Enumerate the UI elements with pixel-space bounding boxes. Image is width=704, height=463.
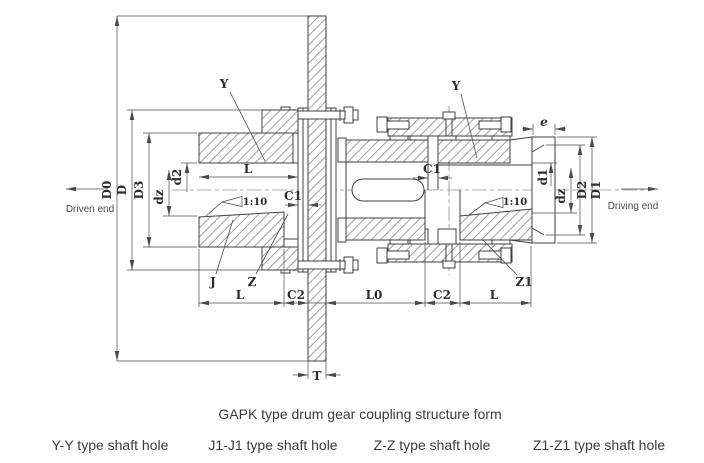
diagram-caption: GAPK type drum gear coupling structure f… bbox=[218, 406, 501, 422]
membrane-wall bbox=[307, 15, 327, 362]
left-hub bbox=[198, 132, 299, 248]
label-d1-big: D1 bbox=[589, 181, 603, 200]
label-e: e bbox=[540, 115, 548, 129]
dimension-labels: D0 D D3 dz d2 L C1 1:10 Y Y C1 1:10 e d1… bbox=[66, 77, 658, 383]
shaft-hole-type-j1j1: J1-J1 type shaft hole bbox=[208, 437, 337, 453]
label-z: Z bbox=[248, 275, 257, 289]
label-y-right: Y bbox=[451, 79, 461, 93]
right-coupling-right-hub bbox=[437, 136, 556, 244]
label-j: J bbox=[209, 275, 216, 289]
shaft-hole-type-yy: Y-Y type shaft hole bbox=[52, 437, 169, 453]
label-z1: Z1 bbox=[515, 275, 532, 289]
sleeve-bolts bbox=[376, 116, 512, 264]
driven-end-label: Driven end bbox=[66, 204, 114, 215]
label-d2: d2 bbox=[170, 169, 184, 186]
label-l-right: L bbox=[490, 288, 499, 302]
label-c1-right: C1 bbox=[423, 162, 441, 176]
label-taper-left: 1:10 bbox=[243, 197, 268, 208]
label-taper-right: 1:10 bbox=[503, 197, 528, 208]
label-l-left: L bbox=[236, 288, 245, 302]
shaft-hole-type-z1z1: Z1-Z1 type shaft hole bbox=[533, 437, 666, 453]
left-coupling-flange bbox=[297, 107, 337, 273]
right-coupling-left-hub bbox=[337, 137, 429, 243]
label-d3: D3 bbox=[132, 181, 146, 200]
label-c2-left: C2 bbox=[287, 288, 305, 302]
label-c1-left: C1 bbox=[284, 189, 302, 203]
label-dz-left: dz bbox=[152, 189, 166, 204]
captions: GAPK type drum gear coupling structure f… bbox=[52, 406, 666, 453]
label-d2-big: D2 bbox=[575, 181, 589, 200]
label-d: D bbox=[115, 185, 129, 195]
label-t: T bbox=[313, 369, 322, 383]
label-l-bore: L bbox=[244, 162, 253, 176]
dimension-lines bbox=[66, 15, 658, 379]
label-d0: D0 bbox=[100, 181, 114, 200]
label-y-left: Y bbox=[219, 77, 229, 91]
shaft-hole-type-zz: Z-Z type shaft hole bbox=[374, 437, 491, 453]
label-d1-small: d1 bbox=[536, 169, 550, 186]
driving-end-label: Driving end bbox=[608, 201, 659, 212]
label-dz-right: dz bbox=[554, 188, 568, 203]
label-c2-right: C2 bbox=[433, 288, 451, 302]
label-l0: L0 bbox=[366, 288, 383, 302]
